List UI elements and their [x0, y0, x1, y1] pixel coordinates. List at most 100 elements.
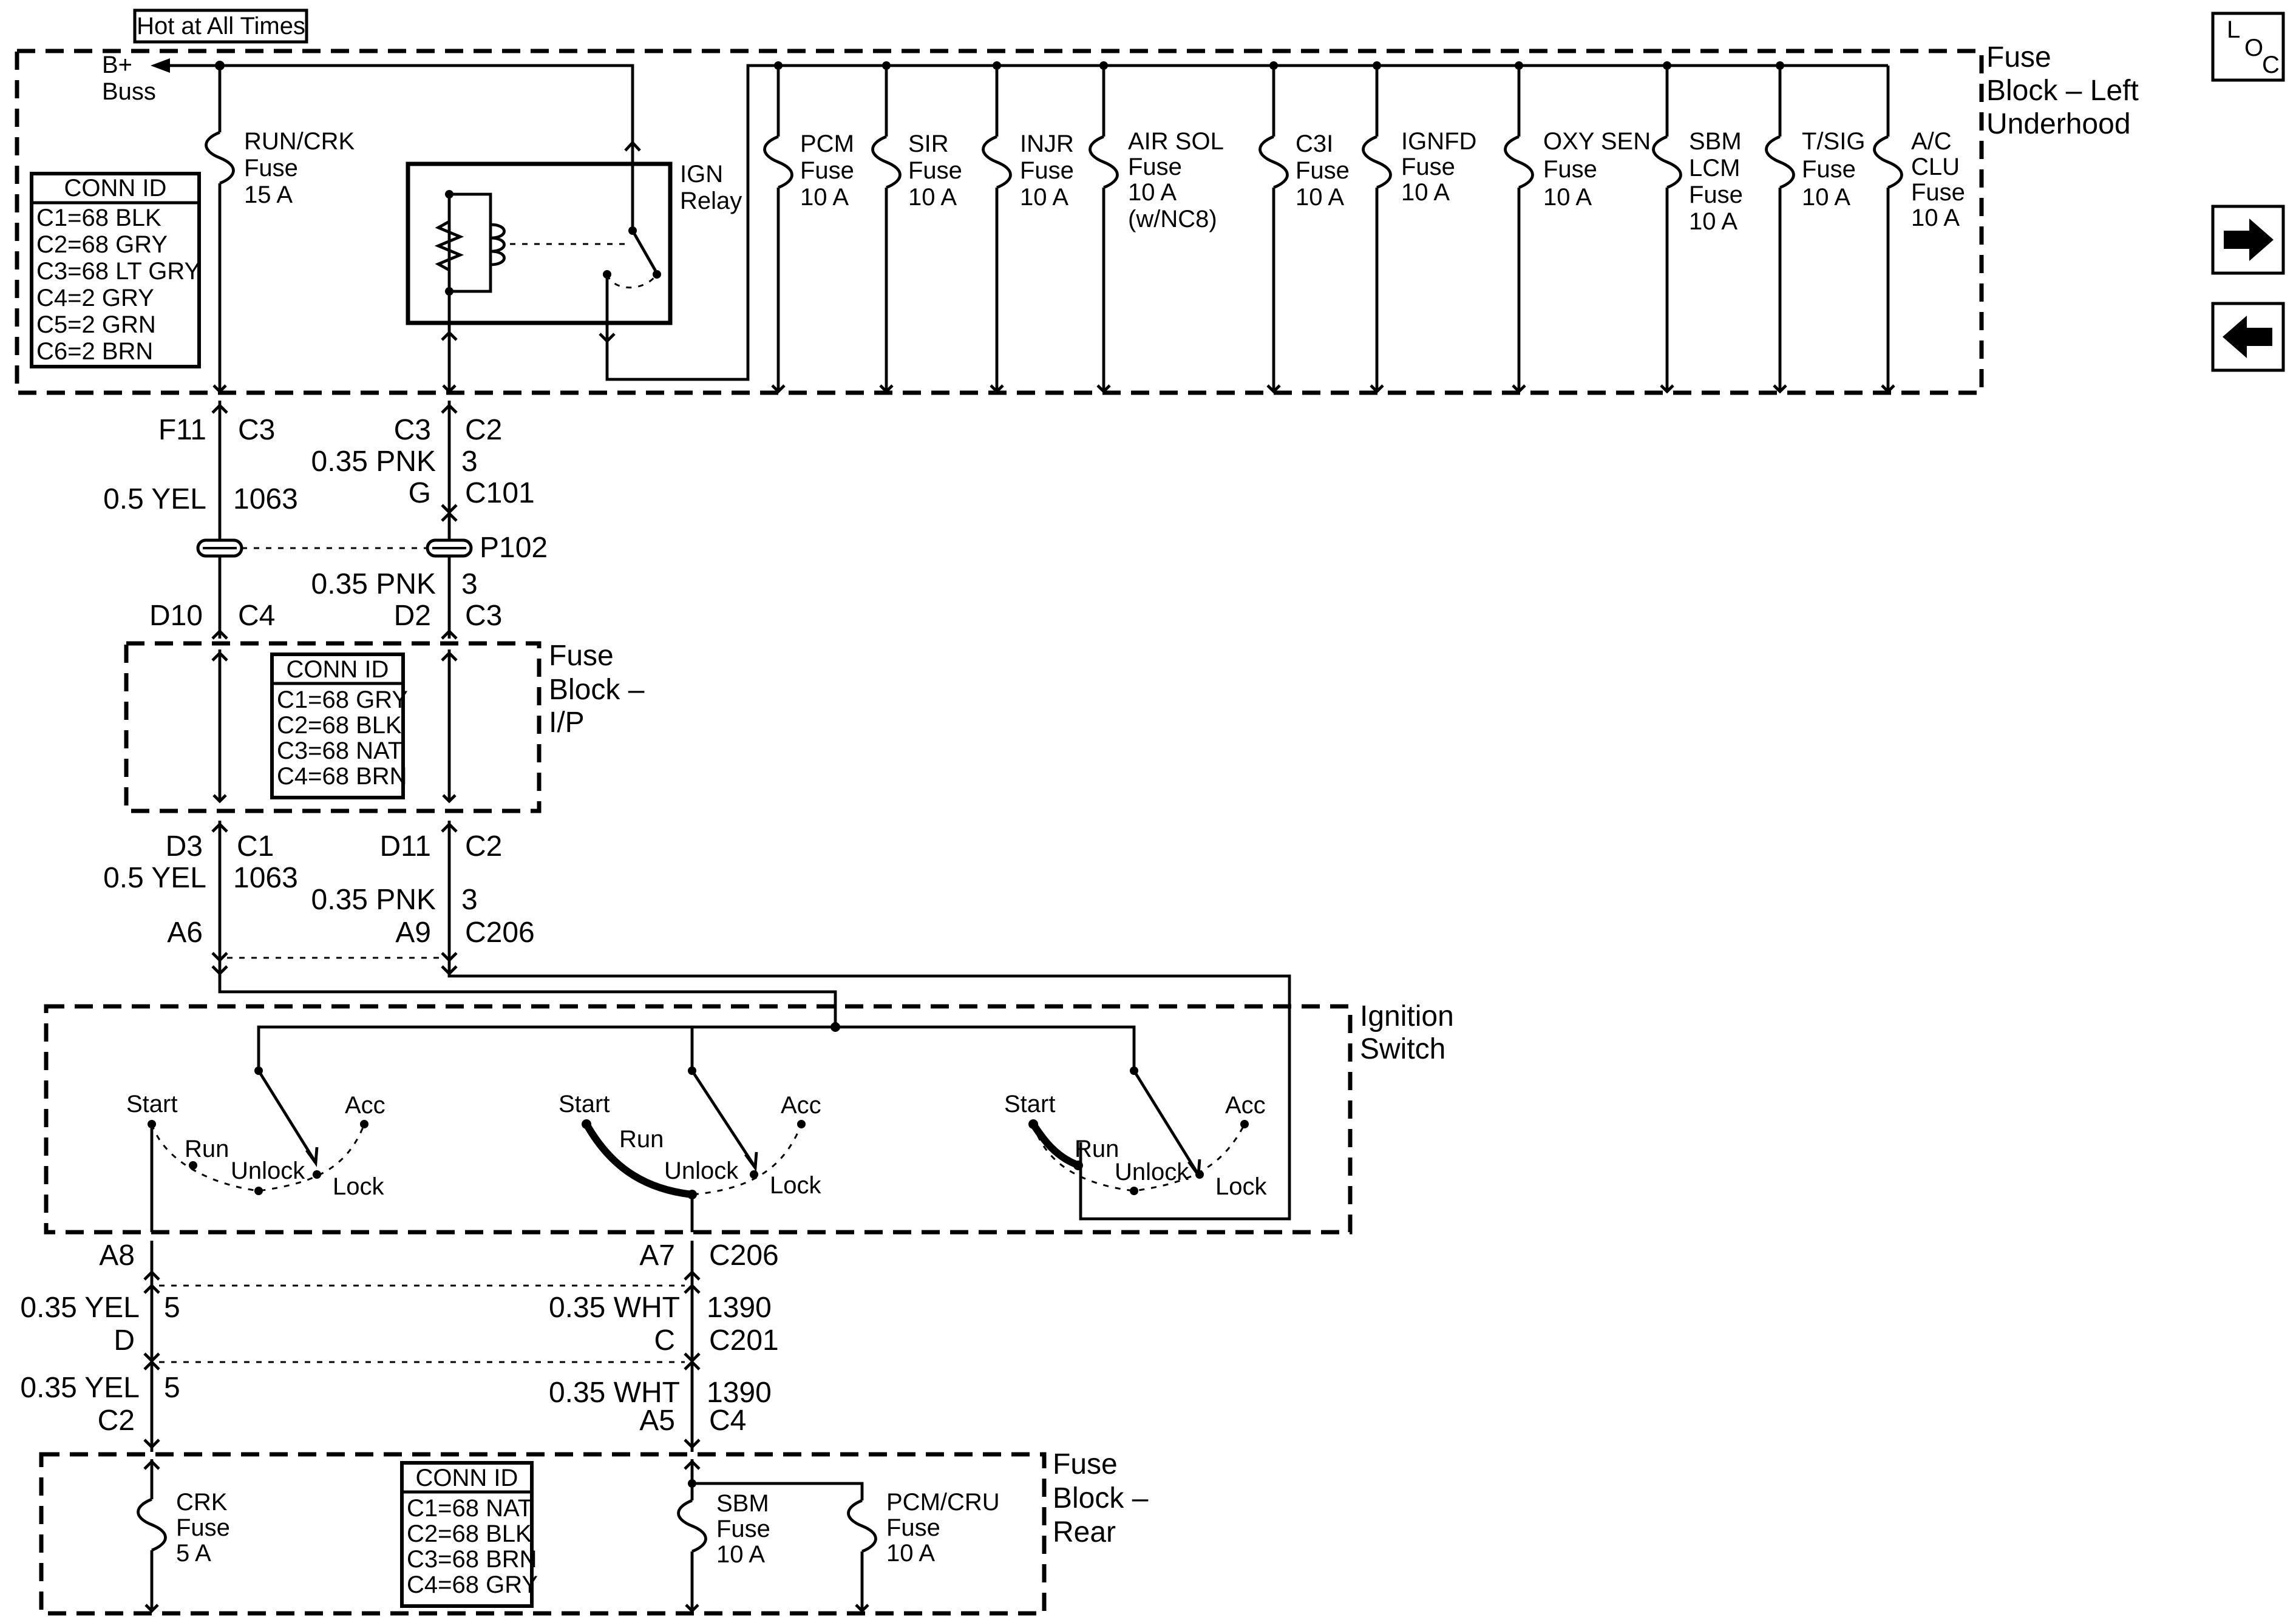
ign-relay: IGN Relay [406, 64, 1888, 392]
svg-text:A5: A5 [639, 1405, 675, 1437]
svg-text:Block –: Block – [549, 674, 645, 706]
svg-text:C3: C3 [238, 414, 275, 446]
svg-text:Unlock: Unlock [231, 1158, 305, 1184]
svg-text:3: 3 [461, 446, 478, 478]
svg-text:Run: Run [1075, 1136, 1119, 1162]
svg-text:0.35 PNK: 0.35 PNK [311, 884, 436, 916]
svg-text:D10: D10 [149, 600, 203, 632]
svg-text:Switch: Switch [1360, 1033, 1445, 1065]
svg-text:10 A: 10 A [716, 1541, 765, 1568]
svg-text:SBM: SBM [716, 1490, 769, 1517]
svg-text:Fuse: Fuse [1543, 156, 1597, 183]
svg-text:C3: C3 [394, 414, 431, 446]
conn-id-table-rear: CONN ID C1=68 NAT C2=68 BLK C3=68 BRN C4… [400, 1461, 538, 1608]
svg-text:B+: B+ [102, 52, 132, 78]
splice-connector-p102: P102 [196, 532, 548, 564]
svg-text:10 A: 10 A [886, 1540, 935, 1567]
svg-text:A9: A9 [395, 917, 431, 949]
svg-text:CONN ID: CONN ID [416, 1465, 518, 1491]
fuse-sbm: SBM Fuse 10 A [679, 1459, 770, 1611]
svg-text:C3: C3 [465, 600, 502, 632]
svg-text:Start: Start [559, 1091, 610, 1117]
svg-text:Block – Left: Block – Left [1986, 75, 2139, 107]
svg-text:(w/NC8): (w/NC8) [1128, 206, 1217, 232]
svg-text:INJR: INJR [1020, 131, 1074, 157]
svg-text:CONN ID: CONN ID [287, 656, 389, 683]
svg-text:1390: 1390 [707, 1292, 772, 1324]
switch-deck-1: Start Run Unlock Lock Acc [126, 1066, 385, 1232]
svg-text:C2=68 BLK: C2=68 BLK [407, 1520, 532, 1547]
resistor-icon [434, 220, 464, 272]
svg-text:5: 5 [164, 1372, 180, 1404]
fuse-t-sig: T/SIG Fuse 10 A [1767, 61, 1865, 392]
svg-text:I/P: I/P [549, 707, 585, 739]
previous-page-button[interactable] [2211, 302, 2285, 372]
svg-text:Fuse: Fuse [1802, 156, 1856, 183]
svg-text:C1=68 BLK: C1=68 BLK [36, 205, 161, 231]
svg-text:Unlock: Unlock [1115, 1159, 1189, 1185]
fuse-injr: INJR Fuse 10 A [983, 61, 1074, 392]
svg-text:10 A: 10 A [1543, 184, 1592, 211]
svg-text:L: L [2227, 16, 2240, 43]
svg-text:PCM: PCM [800, 131, 854, 157]
run-crk-fuse: RUN/CRK Fuse 15 A [206, 66, 355, 392]
svg-text:D11: D11 [380, 830, 432, 863]
svg-text:Run: Run [619, 1126, 664, 1153]
arrow-right-icon [2224, 219, 2274, 261]
svg-text:0.5 YEL: 0.5 YEL [103, 862, 206, 894]
svg-text:O: O [2244, 35, 2263, 61]
svg-text:C3=68 LT GRY: C3=68 LT GRY [36, 258, 200, 285]
svg-text:C4=68 GRY: C4=68 GRY [407, 1571, 538, 1598]
svg-text:C: C [654, 1324, 675, 1357]
svg-text:Start: Start [126, 1091, 177, 1117]
svg-text:C206: C206 [465, 917, 535, 949]
svg-text:D3: D3 [166, 830, 203, 863]
svg-text:C1=68 GRY: C1=68 GRY [277, 686, 408, 713]
fuse-block-left-underhood: Fuse Block – Left Underhood [15, 41, 2139, 395]
fuse-crk: CRK Fuse 5 A [138, 1459, 230, 1611]
svg-text:Lock: Lock [1215, 1173, 1267, 1200]
svg-text:10 A: 10 A [1689, 208, 1737, 235]
svg-text:C4: C4 [238, 600, 275, 632]
svg-text:Hot at All Times: Hot at All Times [137, 13, 305, 39]
svg-text:Fuse: Fuse [176, 1514, 230, 1541]
svg-text:1063: 1063 [233, 483, 298, 515]
svg-text:15 A: 15 A [244, 181, 293, 208]
svg-text:Lock: Lock [333, 1173, 384, 1200]
svg-text:T/SIG: T/SIG [1802, 128, 1865, 155]
svg-text:IGNFD: IGNFD [1401, 128, 1476, 155]
svg-text:Fuse: Fuse [1911, 179, 1965, 206]
svg-text:10 A: 10 A [1128, 179, 1177, 206]
lower-wiring: A8 A7 C206 0.35 YEL 5 0.35 WHT 1390 D C … [20, 1239, 779, 1452]
svg-text:A6: A6 [167, 917, 203, 949]
svg-text:Block –: Block – [1053, 1482, 1149, 1514]
fuse-sir: SIR Fuse 10 A [873, 61, 962, 392]
svg-text:Fuse: Fuse [1053, 1448, 1118, 1480]
svg-text:0.35 PNK: 0.35 PNK [311, 446, 436, 478]
svg-text:0.35 YEL: 0.35 YEL [20, 1372, 140, 1404]
svg-text:C2=68 GRY: C2=68 GRY [36, 231, 168, 258]
svg-text:D2: D2 [394, 600, 431, 632]
svg-text:C4: C4 [709, 1405, 746, 1437]
fuse-a-c-clu: A/C CLU Fuse 10 A [1875, 66, 1965, 392]
svg-text:C3I: C3I [1296, 131, 1333, 157]
svg-text:Fuse: Fuse [1401, 154, 1455, 180]
next-page-button[interactable] [2211, 205, 2285, 275]
svg-text:RUN/CRK: RUN/CRK [244, 128, 355, 155]
ignition-switch[interactable]: Ignition Switch Start Run Unlock Lock Ac… [44, 1000, 1454, 1235]
svg-text:C4=68 BRN: C4=68 BRN [277, 763, 407, 790]
svg-text:Rear: Rear [1053, 1516, 1116, 1548]
svg-text:Acc: Acc [781, 1092, 821, 1119]
fuse-block-rear: Fuse Block – Rear CRK Fuse 5 A CONN ID C… [39, 1448, 1149, 1616]
svg-text:G: G [409, 477, 431, 509]
svg-text:Fuse: Fuse [1986, 41, 2051, 73]
svg-text:Fuse: Fuse [1296, 157, 1350, 184]
svg-text:1063: 1063 [233, 862, 298, 894]
svg-text:CLU: CLU [1911, 154, 1960, 180]
svg-text:C3=68 NAT: C3=68 NAT [277, 737, 402, 764]
svg-text:Buss: Buss [102, 78, 156, 105]
svg-text:P102: P102 [480, 532, 548, 564]
location-button[interactable]: L O C [2211, 12, 2285, 82]
svg-text:0.35 PNK: 0.35 PNK [311, 568, 436, 600]
